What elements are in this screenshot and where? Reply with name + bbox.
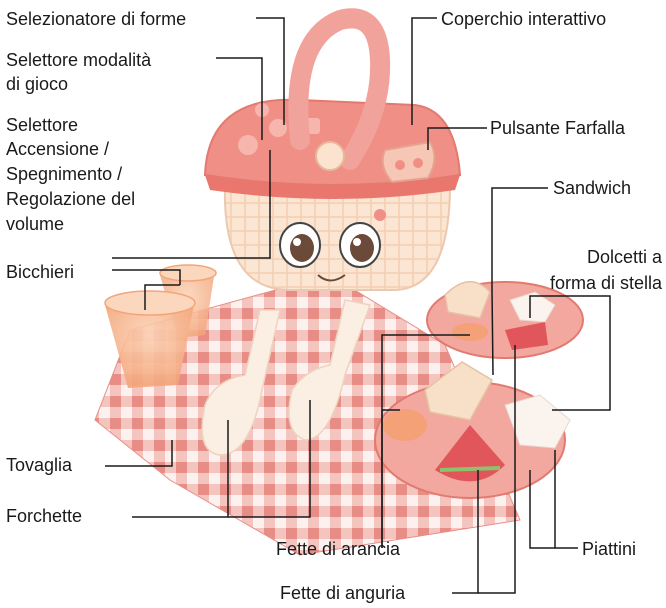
label-lid: Coperchio interattivo [441, 9, 607, 29]
butterfly-button [381, 140, 436, 184]
label-cups: Bicchieri [6, 262, 75, 282]
label-orange: Fette di arancia [276, 539, 401, 559]
label-sandwich: Sandwich [553, 178, 632, 198]
label-power-line1: Selettore [6, 115, 79, 135]
picnic-basket [203, 8, 462, 291]
label-star-line2: forma di stella [549, 273, 662, 293]
plate-lower [374, 361, 571, 499]
label-star-line1: Dolcetti a [586, 247, 662, 267]
label-power-line2: Accensione / [6, 139, 110, 159]
label-watermelon: Fette di anguria [280, 583, 406, 603]
label-tablecloth: Tovaglia [6, 455, 73, 475]
label-power-line5: volume [6, 214, 65, 234]
plate-upper [426, 281, 584, 359]
cups [104, 264, 217, 388]
leader-lines [105, 17, 611, 594]
label-plates: Piattini [582, 539, 637, 559]
label-power-line3: Spegnimento / [6, 164, 123, 184]
label-butterfly: Pulsante Farfalla [490, 118, 626, 138]
label-forks: Forchette [6, 506, 83, 526]
label-power-line4: Regolazione del [6, 189, 136, 209]
label-game-mode-line1: Selettore modalità [6, 50, 152, 70]
label-shape-sorter: Selezionatore di forme [6, 9, 187, 29]
label-game-mode-line2: di gioco [6, 74, 69, 94]
